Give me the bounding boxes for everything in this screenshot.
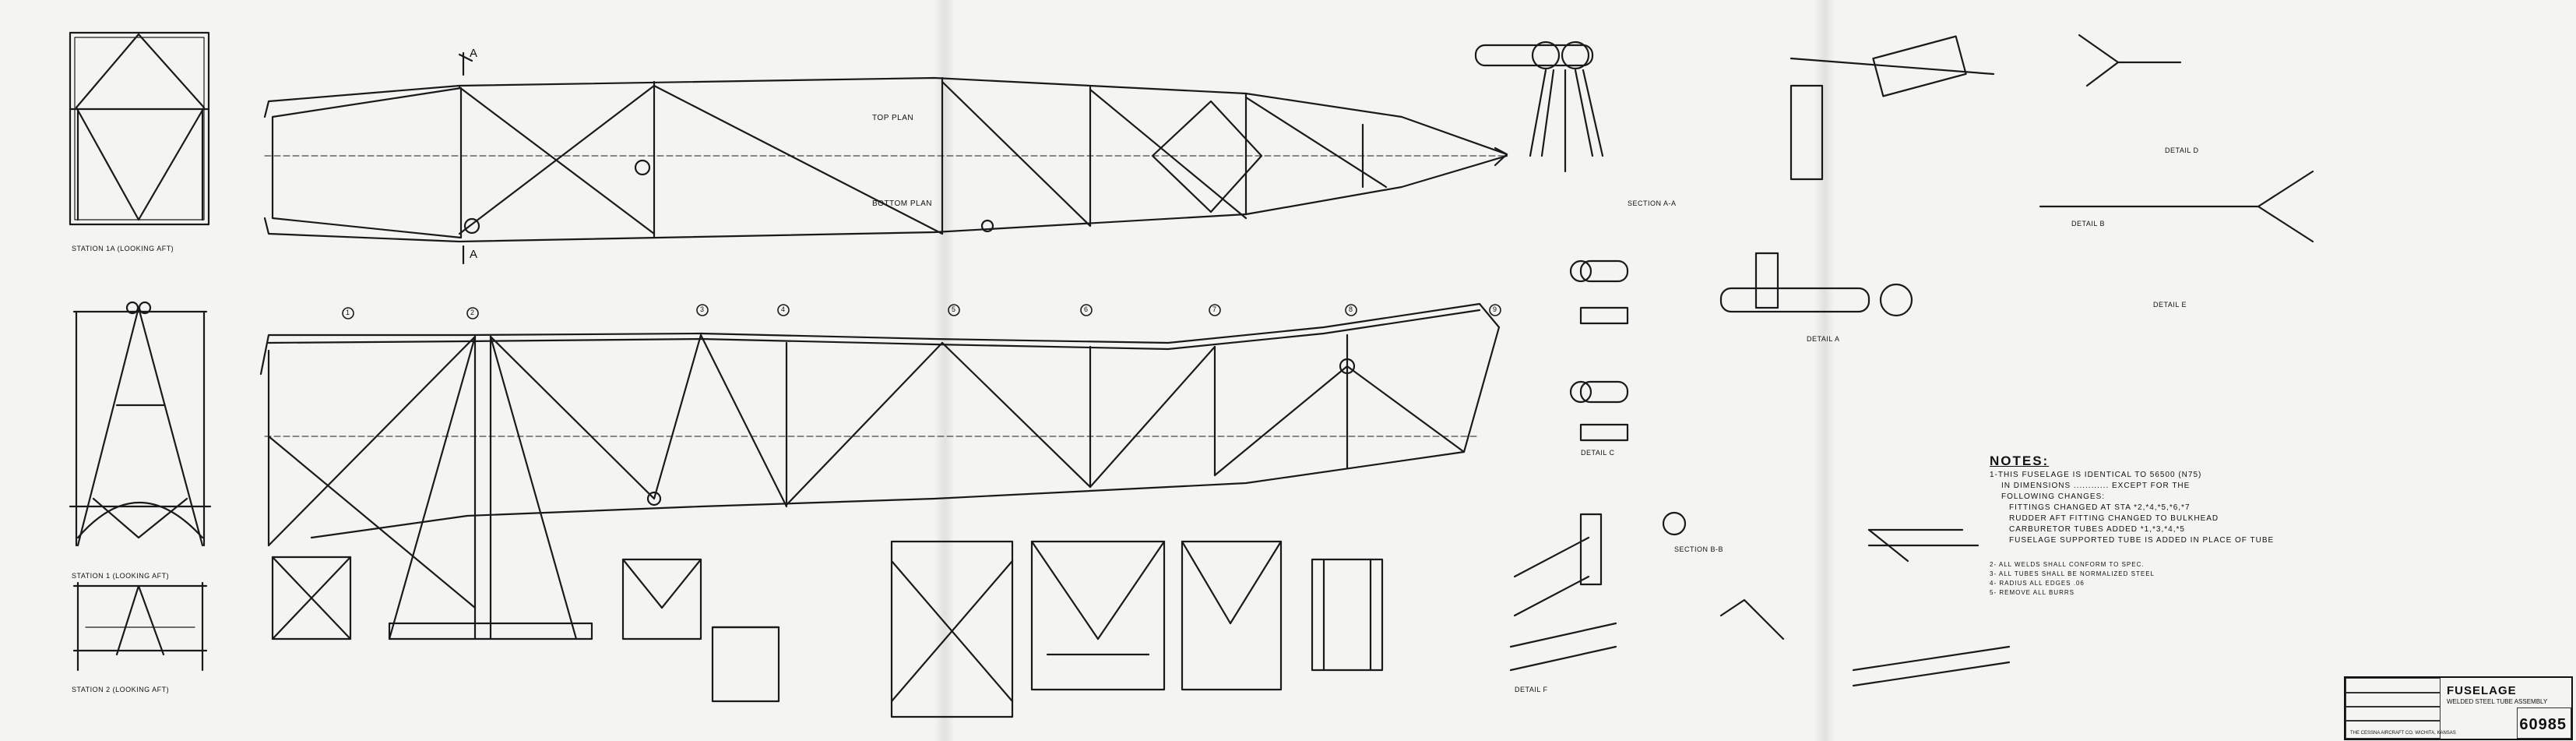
sheet-fold-right <box>1814 0 1835 741</box>
top-plan-truss <box>263 76 1508 243</box>
section-a-label-bottom: A <box>470 248 480 261</box>
drawing-subtitle: WELDED STEEL TUBE ASSEMBLY <box>2447 698 2548 705</box>
station-number: 9 <box>1493 305 1497 313</box>
station-number: 6 <box>1084 305 1089 313</box>
station-number: 5 <box>952 305 956 313</box>
station-1a-label: STATION 1A (LOOKING AFT) <box>72 245 174 252</box>
note-line: CARBURETOR TUBES ADDED *1,*3,*4,*5 <box>2009 525 2185 534</box>
station-number: 8 <box>1349 305 1353 313</box>
note-subline: 2- ALL WELDS SHALL CONFORM TO SPEC. <box>1990 561 2145 568</box>
notes-title: NOTES: <box>1990 453 2050 468</box>
note-subline: 5- REMOVE ALL BURRS <box>1990 589 2075 596</box>
note-subline: 4- RADIUS ALL EDGES .06 <box>1990 580 2085 587</box>
section-aa-detail <box>1474 41 1604 173</box>
station-number: 3 <box>700 305 705 313</box>
station-2-label: STATION 2 (LOOKING AFT) <box>72 686 170 693</box>
drawing-title: FUSELAGE <box>2447 684 2517 697</box>
section-a-label-top: A <box>470 47 480 60</box>
station-1a-frame <box>69 31 210 226</box>
note-line: RUDDER AFT FITTING CHANGED TO BULKHEAD <box>2009 514 2219 523</box>
detail-f-label: DETAIL F <box>1515 686 1548 693</box>
note-line: FUSELAGE SUPPORTED TUBE IS ADDED IN PLAC… <box>2009 536 2275 545</box>
station-number: 4 <box>781 305 786 313</box>
station-markers <box>342 304 1501 319</box>
station-2-frame <box>72 581 208 672</box>
note-line: IN DIMENSIONS ............ EXCEPT FOR TH… <box>2001 482 2191 490</box>
lower-frame-sections <box>271 540 1384 718</box>
top-plan-label: TOP PLAN <box>872 114 914 122</box>
sheet-fold-left <box>934 0 955 741</box>
company-name: THE CESSNA AIRCRAFT CO. WICHITA, KANSAS <box>2350 731 2456 736</box>
section-a-markers <box>458 51 473 265</box>
station-1-label: STATION 1 (LOOKING AFT) <box>72 572 170 580</box>
side-elevation-truss <box>259 302 1501 640</box>
station-1-frame <box>69 301 212 547</box>
station-number: 1 <box>346 309 350 316</box>
detail-b-label: DETAIL B <box>2071 220 2106 228</box>
note-subline: 3- ALL TUBES SHALL BE NORMALIZED STEEL <box>1990 570 2155 577</box>
bottom-plan-label: BOTTOM PLAN <box>872 199 932 208</box>
detail-a-label: DETAIL A <box>1807 335 1840 343</box>
detail-d-label: DETAIL D <box>2165 146 2199 154</box>
detail-c-label: DETAIL C <box>1581 449 1615 457</box>
note-line: 1-THIS FUSELAGE IS IDENTICAL TO 56500 (N… <box>1990 471 2202 479</box>
note-line: FITTINGS CHANGED AT STA *2,*4,*5,*6,*7 <box>2009 503 2191 512</box>
title-block: FUSELAGE WELDED STEEL TUBE ASSEMBLY 6098… <box>2344 676 2573 740</box>
detail-fittings <box>1509 34 2314 687</box>
section-bb-label: SECTION B-B <box>1674 545 1724 553</box>
drawing-number: 60985 <box>2519 716 2567 733</box>
detail-e-label: DETAIL E <box>2153 301 2187 309</box>
section-aa-label: SECTION A-A <box>1628 199 1677 207</box>
station-number: 7 <box>1212 305 1217 313</box>
station-number: 2 <box>470 309 475 316</box>
note-line: FOLLOWING CHANGES: <box>2001 492 2106 501</box>
